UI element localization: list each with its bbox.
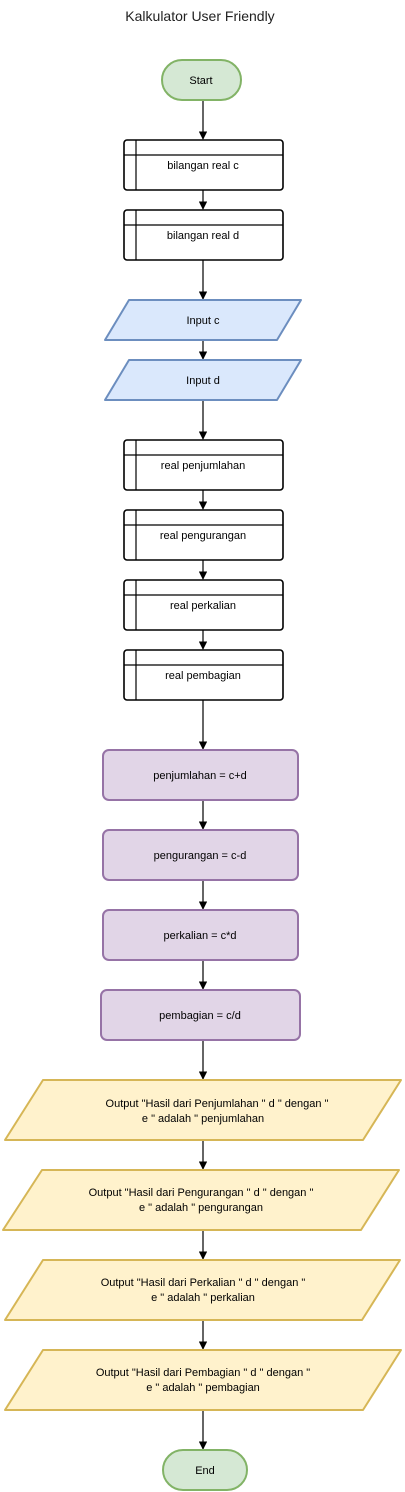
out-pengurangan-shape: Output "Hasil dari Pengurangan " d " den… bbox=[2, 1169, 400, 1231]
decl-d-box: bilangan real d bbox=[123, 209, 284, 261]
input-d-shape: Input d bbox=[104, 359, 302, 401]
proc-pengurangan-box: pengurangan = c-d bbox=[102, 829, 299, 881]
out-pengurangan-line2: e " adalah " pengurangan bbox=[139, 1202, 263, 1214]
proc-pembagian-label: pembagian = c/d bbox=[159, 1010, 241, 1022]
out-pembagian-line1: Output "Hasil dari Pembagian " d " denga… bbox=[96, 1367, 310, 1379]
out-perkalian-shape: Output "Hasil dari Perkalian " d " denga… bbox=[4, 1259, 401, 1321]
decl-pembagian-label: real pembagian bbox=[165, 670, 241, 682]
start-terminal: Start bbox=[161, 59, 242, 101]
out-perkalian-line1: Output "Hasil dari Perkalian " d " denga… bbox=[101, 1277, 306, 1289]
out-pembagian-shape: Output "Hasil dari Pembagian " d " denga… bbox=[4, 1349, 402, 1411]
end-terminal: End bbox=[162, 1449, 248, 1491]
input-d-label: Input d bbox=[186, 375, 220, 387]
decl-c-label: bilangan real c bbox=[167, 160, 239, 172]
out-pembagian-line2: e " adalah " pembagian bbox=[146, 1382, 260, 1394]
diagram-title: Kalkulator User Friendly bbox=[125, 8, 274, 24]
decl-pengurangan-label: real pengurangan bbox=[160, 530, 246, 542]
decl-d-label: bilangan real d bbox=[167, 230, 239, 242]
start-label: Start bbox=[189, 75, 212, 87]
proc-pembagian-box: pembagian = c/d bbox=[100, 989, 301, 1041]
input-c-label: Input c bbox=[186, 315, 220, 327]
decl-penjumlahan-label: real penjumlahan bbox=[161, 460, 245, 472]
input-c-shape: Input c bbox=[104, 299, 302, 341]
out-perkalian-line2: e " adalah " perkalian bbox=[151, 1292, 255, 1304]
decl-perkalian-label: real perkalian bbox=[170, 600, 236, 612]
proc-perkalian-label: perkalian = c*d bbox=[163, 930, 236, 942]
out-pengurangan-line1: Output "Hasil dari Pengurangan " d " den… bbox=[89, 1187, 314, 1199]
end-label: End bbox=[195, 1465, 215, 1477]
out-penjumlahan-line1: Output "Hasil dari Penjumlahan " d " den… bbox=[106, 1098, 329, 1110]
proc-penjumlahan-label: penjumlahan = c+d bbox=[153, 770, 247, 782]
out-penjumlahan-line2: e " adalah " penjumlahan bbox=[142, 1113, 264, 1125]
decl-perkalian-box: real perkalian bbox=[123, 579, 284, 631]
decl-c-box: bilangan real c bbox=[123, 139, 284, 191]
decl-pengurangan-box: real pengurangan bbox=[123, 509, 284, 561]
decl-pembagian-box: real pembagian bbox=[123, 649, 284, 701]
proc-pengurangan-label: pengurangan = c-d bbox=[154, 850, 247, 862]
out-penjumlahan-shape: Output "Hasil dari Penjumlahan " d " den… bbox=[4, 1079, 402, 1141]
proc-perkalian-box: perkalian = c*d bbox=[102, 909, 299, 961]
proc-penjumlahan-box: penjumlahan = c+d bbox=[102, 749, 299, 801]
decl-penjumlahan-box: real penjumlahan bbox=[123, 439, 284, 491]
